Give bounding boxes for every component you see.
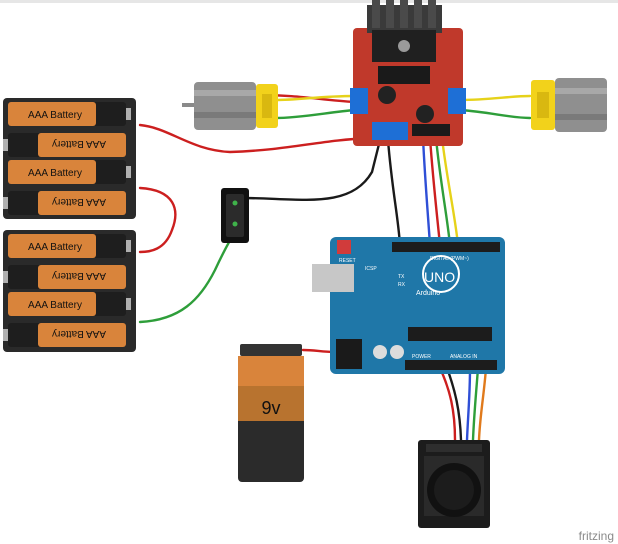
wire-motorL-green xyxy=(273,108,357,120)
l298n-motor-driver xyxy=(350,0,466,146)
reset-button xyxy=(337,240,351,254)
arduino-uno-board: UNO Arduino DIGITAL (PWM~) ANALOG IN POW… xyxy=(312,237,505,374)
digital-header xyxy=(392,242,500,252)
wire-joy-black xyxy=(445,366,463,442)
wires xyxy=(138,93,532,442)
wire-joy-green xyxy=(471,366,480,442)
aaa-battery: AAA Battery xyxy=(8,292,131,316)
analog-label: ANALOG IN xyxy=(450,354,478,360)
tx-label: TX xyxy=(398,274,405,280)
wire-joy-orange xyxy=(477,366,488,442)
battery-label: AAA Battery xyxy=(28,110,82,121)
wire-in1-blue xyxy=(421,136,432,247)
battery-label: AAA Battery xyxy=(28,168,82,179)
analog-power-header xyxy=(405,360,497,370)
wire-motorR-yellow xyxy=(458,94,532,102)
wire-motorL-yellow xyxy=(273,94,357,102)
battery-label: AAA Battery xyxy=(52,270,106,281)
wire-battery-pos-red xyxy=(138,123,372,154)
arduino-brand-text: Arduino xyxy=(416,290,440,297)
wire-joy-blue xyxy=(465,366,472,442)
aaa-battery: AAA Battery xyxy=(8,160,131,184)
battery-label: AAA Battery xyxy=(52,138,106,149)
wire-switch-black xyxy=(238,138,382,201)
battery-pack-bottom: AAA Battery AAA Battery AAA Battery AAA … xyxy=(3,230,136,352)
aaa-battery: AAA Battery xyxy=(8,234,131,258)
aaa-battery: AAA Battery xyxy=(3,133,126,157)
top-border xyxy=(0,0,618,3)
dc-jack xyxy=(336,339,362,369)
joystick-module xyxy=(418,440,490,528)
arduino-logo-text: UNO xyxy=(424,269,455,285)
battery-9v-label: 9v xyxy=(261,398,280,418)
wire-in4-yellow xyxy=(440,136,460,247)
rx-label: RX xyxy=(398,282,406,288)
digital-label: DIGITAL (PWM~) xyxy=(430,256,469,262)
battery-label: AAA Battery xyxy=(52,196,106,207)
usb-port xyxy=(312,264,354,292)
wire-in3-green xyxy=(434,136,452,247)
aaa-battery: AAA Battery xyxy=(8,102,131,126)
aaa-battery: AAA Battery xyxy=(3,323,126,347)
battery-label: AAA Battery xyxy=(28,242,82,253)
fritzing-watermark: fritzing xyxy=(579,529,614,543)
icsp-label: ICSP xyxy=(365,266,377,272)
battery-label: AAA Battery xyxy=(28,300,82,311)
aaa-battery: AAA Battery xyxy=(3,191,126,215)
power-label: POWER xyxy=(412,354,431,360)
aaa-battery: AAA Battery xyxy=(3,265,126,289)
wire-battery-neg-green xyxy=(138,230,237,324)
atmega-chip xyxy=(408,327,492,341)
wire-joy-red xyxy=(438,366,457,442)
wire-gnd-black xyxy=(386,138,402,247)
reset-label: RESET xyxy=(339,258,356,264)
wire-in2-red xyxy=(428,136,442,247)
dc-motor-left xyxy=(182,82,278,130)
wire-motorR-green xyxy=(458,108,532,120)
rocker-switch xyxy=(221,188,249,243)
wire-battery-link-red xyxy=(138,186,177,254)
battery-pack-top: AAA Battery AAA Battery AAA Battery AAA … xyxy=(3,98,136,219)
dc-motor-right xyxy=(531,78,607,132)
battery-label: AAA Battery xyxy=(52,328,106,339)
battery-9v: 9v xyxy=(238,344,304,482)
